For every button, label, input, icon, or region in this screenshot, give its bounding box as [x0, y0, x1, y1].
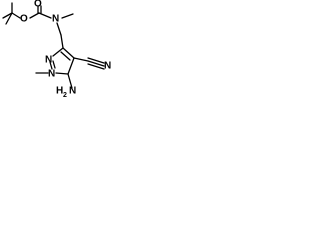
bond-nitrile-triple-2 [87, 57, 105, 64]
ring-nitrogen-1-label: N [48, 69, 55, 80]
bond-amide-n-methyl [61, 13, 74, 19]
bond-carbonyl-to-amide-n [38, 12, 52, 19]
bond-c3-to-n2 [52, 47, 64, 57]
nitrile-group [73, 57, 105, 70]
bond-nitrile-triple-1 [87, 60, 105, 67]
tert-butyl-group [2, 2, 21, 25]
bond-c4-to-c5 [67, 57, 75, 75]
bond-amide-n-to-ch2 [56, 22, 62, 36]
bond-ester-oxygen-to-carbonyl [29, 12, 40, 19]
bond-tbu-methyl-bottom [5, 12, 13, 25]
bond-c5-to-amino [67, 73, 73, 89]
ester-oxygen-label: O [20, 14, 28, 25]
bond-n1-n2-double-2 [52, 60, 56, 69]
carbonyl-oxygen-label: O [34, 0, 42, 10]
bond-c4-to-nitrile-c [73, 57, 89, 62]
amide-nitrogen-label: N [52, 14, 59, 25]
bond-tbu-methyl-left [2, 12, 13, 19]
ring-nitrogen-2-label: N [45, 55, 52, 66]
bond-tbu-to-ester-oxygen [11, 12, 21, 19]
nitrile-nitrogen-label: N [104, 61, 111, 72]
amino-subscript-label: 2 [63, 92, 67, 99]
amino-n-label: N [69, 86, 76, 97]
carbamate-group [29, 5, 74, 36]
bond-c5-to-n1 [55, 72, 69, 75]
bond-n1-n2-double-1 [49, 61, 53, 70]
bond-c3-c4-double-2 [60, 51, 71, 61]
bond-ch2-to-c3 [60, 34, 64, 49]
chemical-structure-diagram: O O N N N H N 2 N [2, 0, 111, 99]
pyrazole-ring [35, 34, 75, 75]
amino-h-label: H [56, 86, 63, 97]
bond-nitrile-triple-3 [87, 63, 105, 70]
bond-c3-c4-double-1 [62, 47, 75, 59]
